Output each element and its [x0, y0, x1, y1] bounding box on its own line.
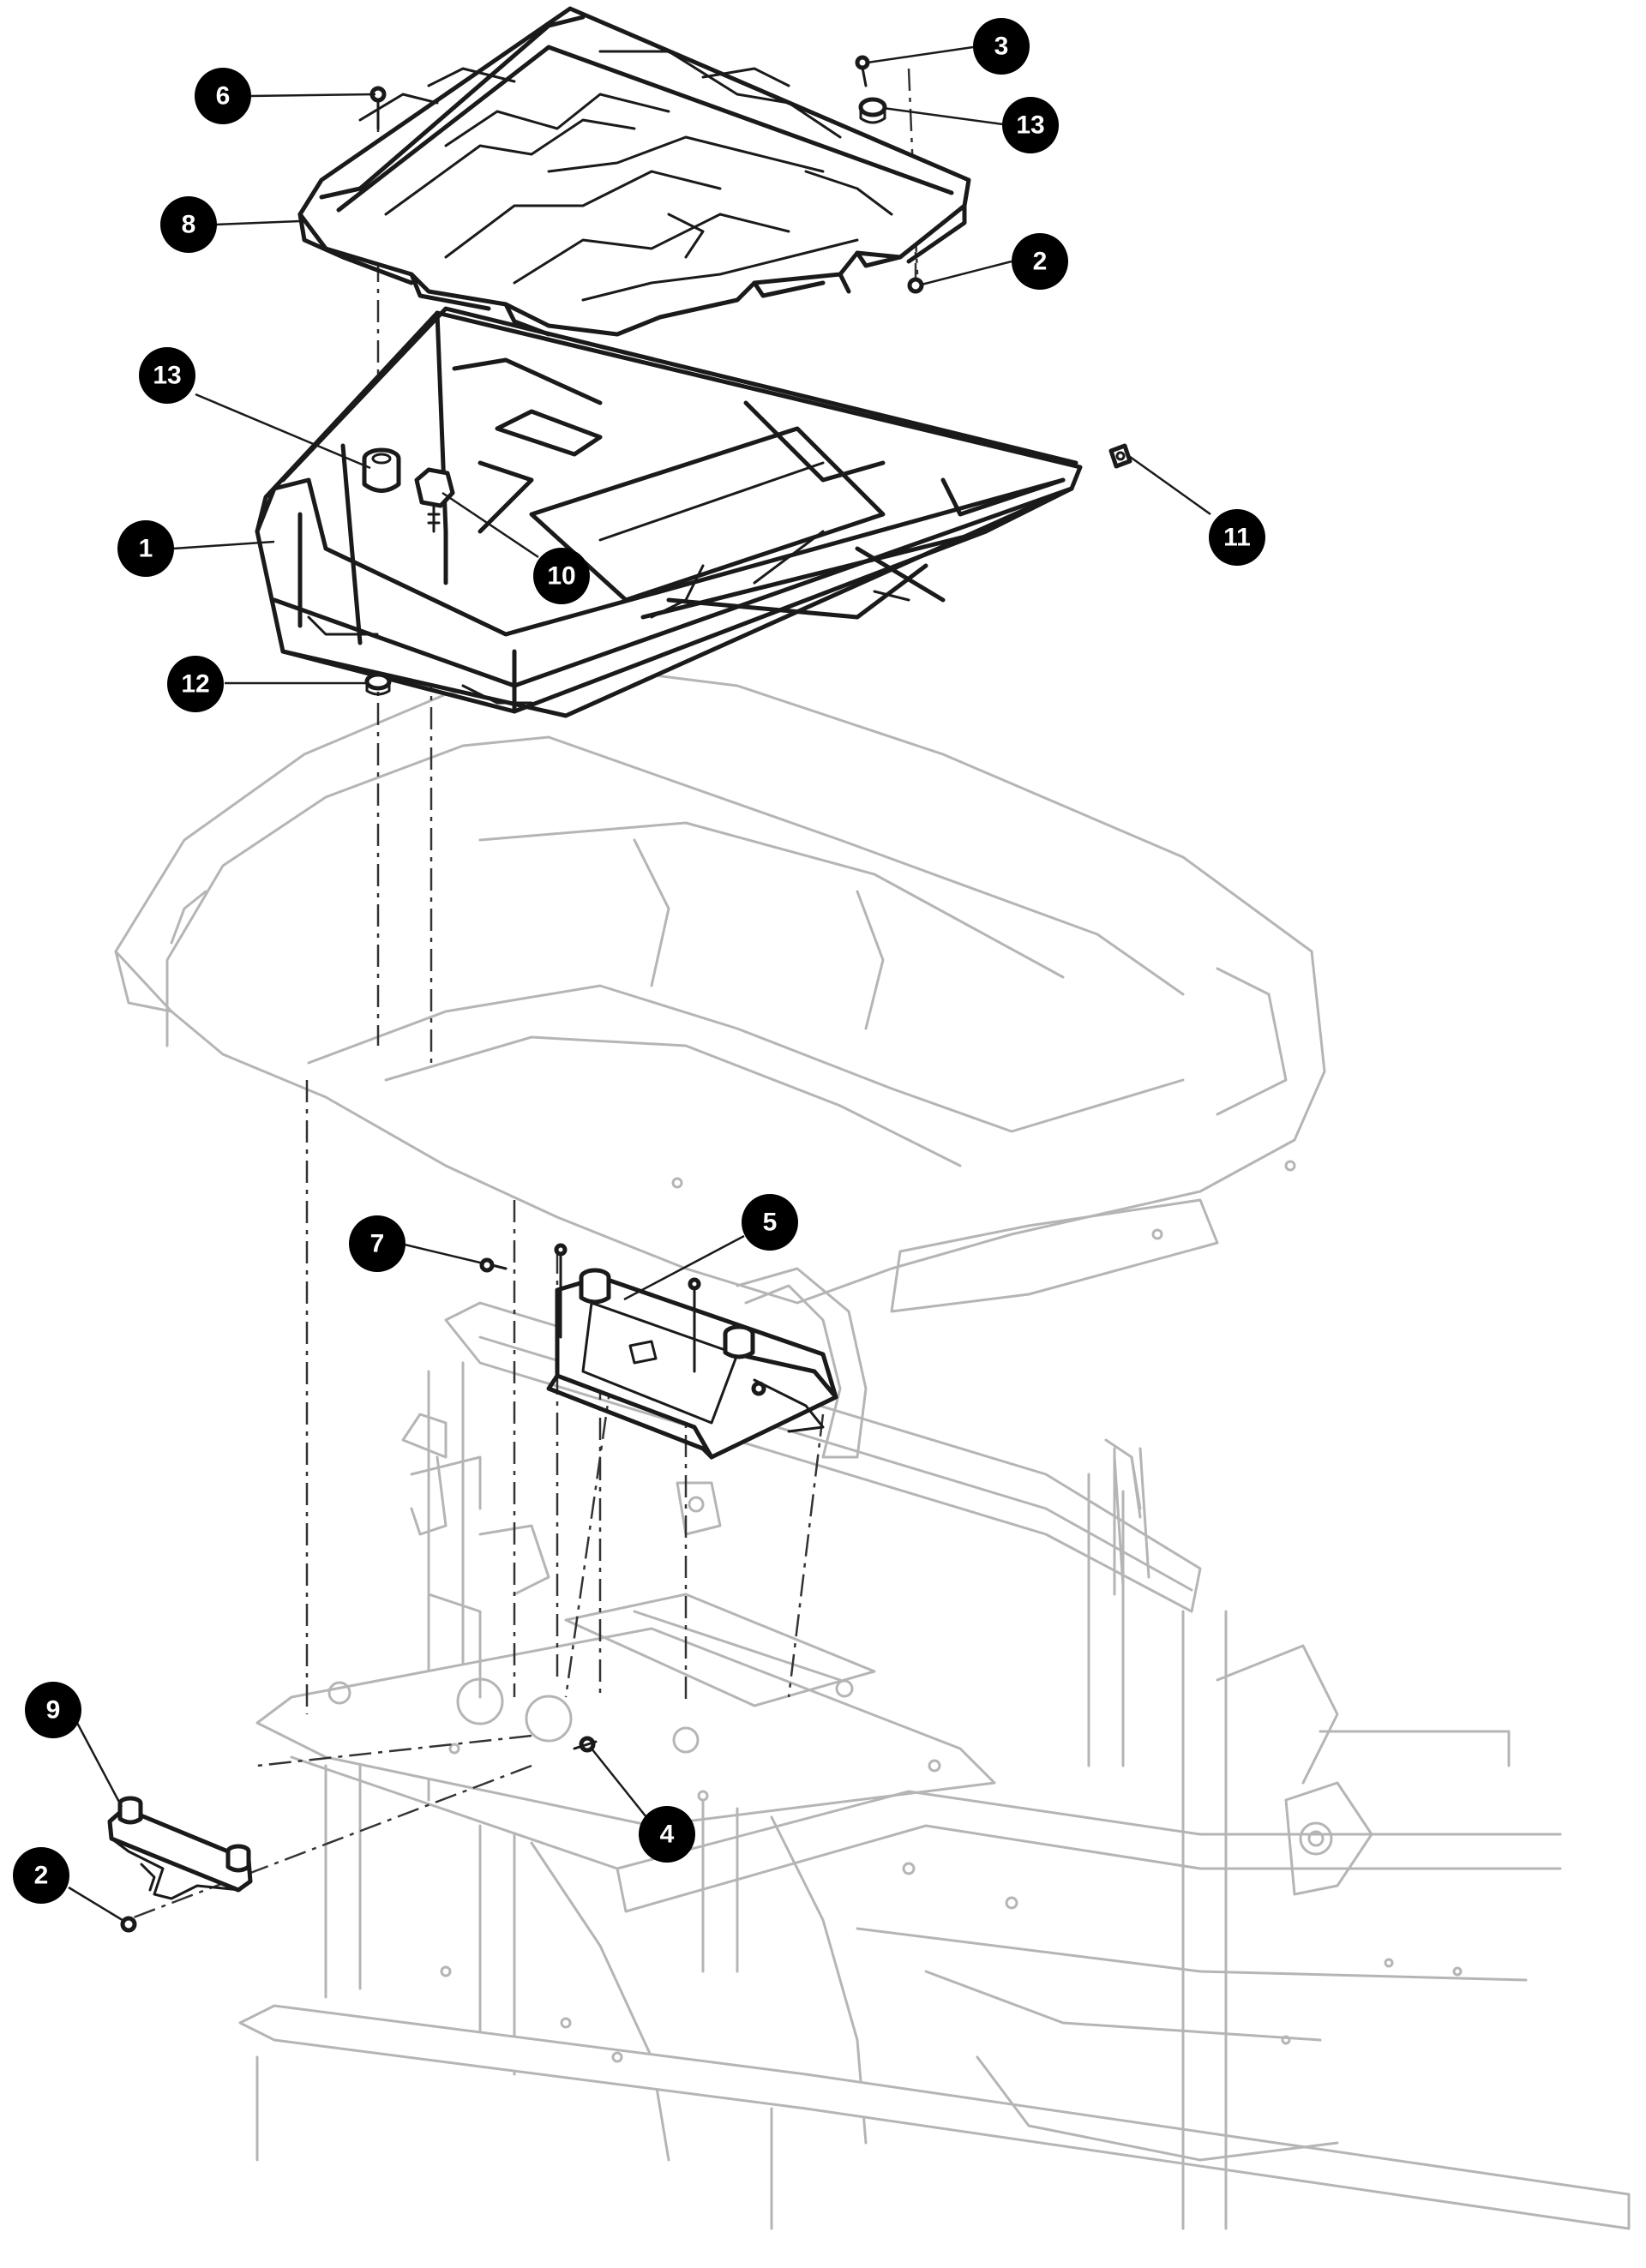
- exhaust-tube: [736, 1267, 868, 1459]
- callout-3: 3: [973, 18, 1030, 75]
- callout-12: 12: [167, 656, 224, 712]
- callout-6: 6: [195, 68, 251, 124]
- part-1-cargo-basket: [255, 306, 1083, 718]
- callout-13-basket-label: 13: [153, 362, 181, 390]
- callout-1: 1: [117, 520, 174, 577]
- part-7-screw: [479, 1257, 508, 1273]
- callout-13-top: 13: [1002, 97, 1059, 153]
- callout-11-label: 11: [1223, 524, 1251, 552]
- callout-4: 4: [639, 1806, 695, 1863]
- part-9-lower-bracket: [107, 1796, 253, 1900]
- callout-2-bottom: 2: [13, 1847, 69, 1904]
- part-10-knob: [414, 467, 455, 533]
- callout-2-top: 2: [1012, 233, 1068, 290]
- part-11-end-cap: [1108, 443, 1132, 469]
- callout-12-label: 12: [181, 670, 209, 699]
- part-13-spacer-top: [858, 97, 887, 124]
- part-2-nut-top: [907, 277, 924, 294]
- callout-9-label: 9: [46, 1696, 61, 1725]
- callout-4-label: 4: [660, 1821, 675, 1849]
- part-3-screw: [855, 55, 870, 87]
- callout-6-label: 6: [216, 82, 231, 111]
- callout-7: 7: [349, 1215, 405, 1272]
- cab-roof-panel: [114, 667, 1326, 1313]
- callout-8-label: 8: [182, 211, 196, 239]
- callout-5-label: 5: [763, 1209, 778, 1237]
- callout-8: 8: [160, 196, 217, 253]
- part-5-bracket: [546, 1243, 838, 1460]
- callout-7-label: 7: [370, 1230, 385, 1258]
- callout-11: 11: [1209, 509, 1265, 566]
- part-8-rack-mat: [297, 6, 971, 337]
- part-6-screw: [369, 86, 387, 130]
- callout-10: 10: [533, 548, 590, 604]
- callout-9: 9: [25, 1682, 81, 1738]
- part-13-spacer-basket: [362, 447, 401, 493]
- part-4-screw: [573, 1736, 598, 1753]
- chassis-frame: [238, 1301, 1631, 2230]
- part-2-nut-bottom: [120, 1916, 137, 1933]
- hardware-parts: [120, 55, 1132, 1933]
- callout-13-top-label: 13: [1016, 111, 1044, 140]
- callout-2-bottom-label: 2: [34, 1862, 49, 1890]
- leader-lines: [68, 45, 1211, 1923]
- callout-1-label: 1: [139, 535, 153, 563]
- callout-5: 5: [742, 1194, 798, 1251]
- callout-13-basket: 13: [139, 347, 195, 404]
- part-12-nut: [364, 672, 392, 696]
- callout-2-top-label: 2: [1033, 248, 1048, 276]
- callout-3-label: 3: [994, 33, 1009, 61]
- callout-10-label: 10: [547, 562, 575, 591]
